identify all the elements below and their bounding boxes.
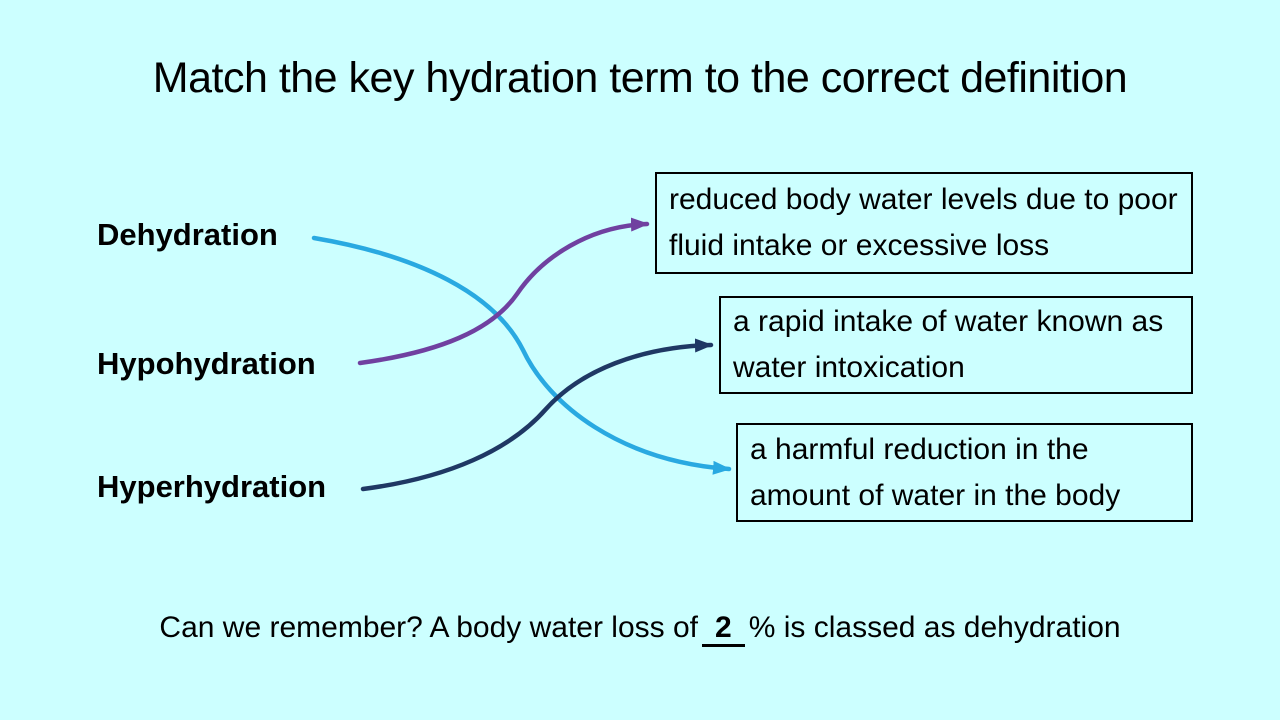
definition-text: reduced body water levels due to poor fl…	[669, 183, 1178, 262]
page-title: Match the key hydration term to the corr…	[152, 54, 1128, 102]
definition-box-harmful-reduction: a harmful reduction in the amount of wat…	[736, 423, 1193, 522]
definition-box-water-intoxication: a rapid intake of water known as water i…	[719, 296, 1193, 394]
definition-text: a harmful reduction in the amount of wat…	[750, 432, 1121, 512]
term-dehydration: Dehydration	[97, 217, 278, 252]
connector-hyperhydration-arrow	[360, 338, 714, 492]
term-hyperhydration: Hyperhydration	[97, 469, 327, 504]
connector-hypohydration-arrow	[357, 217, 650, 366]
term-hypohydration: Hypohydration	[97, 346, 316, 381]
footer-text-after: % is classed as dehydration	[748, 611, 1121, 644]
footer-blank-value: 2	[702, 611, 745, 647]
definition-box-reduced-body-water: reduced body water levels due to poor fl…	[655, 172, 1193, 274]
definition-text: a rapid intake of water known as water i…	[733, 305, 1164, 384]
footer-text-before: Can we remember? A body water loss of	[159, 611, 699, 644]
